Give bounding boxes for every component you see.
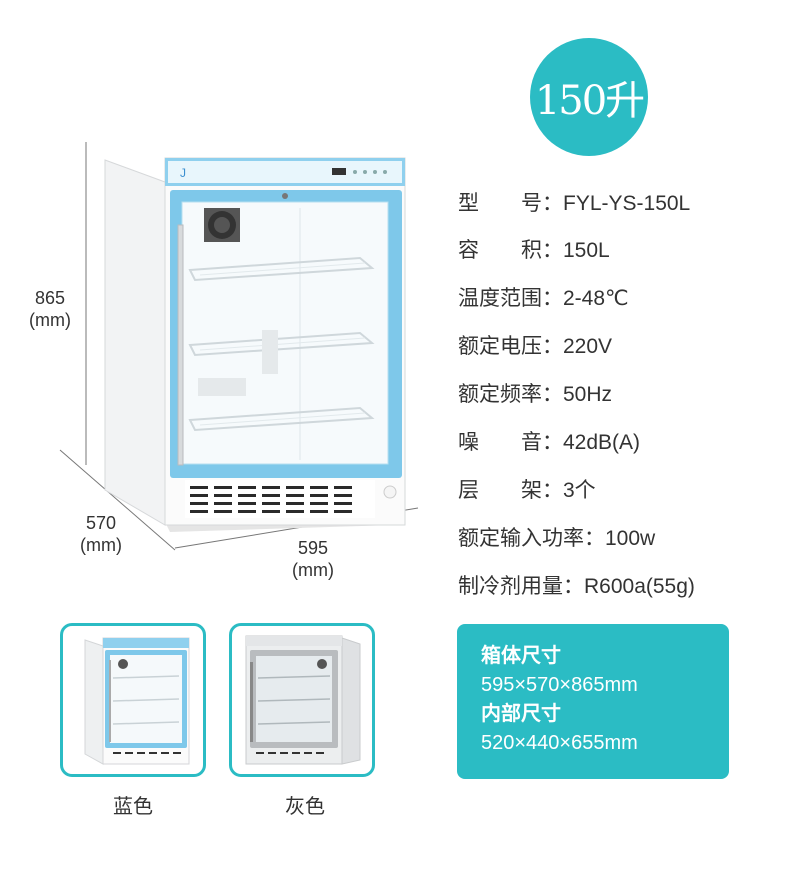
depth-dimension: 570 (mm) (70, 512, 132, 556)
variant-blue-label: 蓝色 (113, 796, 153, 818)
capacity-badge-text: 150升 (534, 78, 645, 124)
size-info-box: 箱体尺寸 595×570×865mm 内部尺寸 520×440×655mm (457, 624, 729, 779)
spec-model: 型 号：FYL-YS-150L (458, 187, 690, 217)
cabinet-size-title: 箱体尺寸 (481, 645, 561, 667)
spec-voltage: 额定电压：220V (458, 330, 612, 360)
spec-value: 150L (563, 239, 610, 262)
spec-label: 温度范围： (458, 287, 563, 310)
capacity-badge: 150升 (530, 38, 648, 156)
spec-value: 2-48℃ (563, 287, 629, 310)
spec-power: 额定输入功率：100w (458, 522, 655, 552)
inner-size-value: 520×440×655mm (481, 732, 638, 754)
spec-shelves: 层 架：3个 (458, 474, 596, 504)
spec-value: FYL-YS-150L (563, 192, 691, 215)
width-value: 595 (297, 538, 329, 558)
width-unit: (mm) (292, 560, 334, 580)
spec-frequency: 额定频率：50Hz (458, 378, 612, 408)
fridge-illustration: J (59, 142, 419, 551)
spec-label: 额定频率： (458, 383, 563, 406)
height-unit: (mm) (29, 310, 71, 330)
depth-unit: (mm) (80, 535, 122, 555)
width-dimension: 595 (mm) (282, 537, 344, 581)
spec-value: 50Hz (563, 383, 613, 406)
spec-value: 42dB(A) (563, 431, 641, 454)
spec-volume: 容 积：150L (458, 234, 610, 264)
inner-size-title: 内部尺寸 (481, 703, 561, 725)
svg-text:J: J (180, 166, 186, 180)
blue-fridge-image (84, 637, 190, 765)
variant-gray-thumbnail[interactable] (229, 623, 375, 777)
spec-label: 型 号： (458, 192, 563, 215)
spec-noise: 噪 音：42dB(A) (458, 426, 640, 456)
spec-temperature: 温度范围：2-48℃ (458, 282, 629, 312)
height-dimension: 865 (mm) (20, 287, 80, 331)
cabinet-size-value: 595×570×865mm (481, 674, 638, 696)
spec-label: 层 架： (458, 479, 563, 502)
spec-value: 100w (605, 527, 656, 550)
spec-label: 额定电压： (458, 335, 563, 358)
spec-value: 220V (563, 335, 613, 358)
spec-label: 额定输入功率： (458, 527, 605, 550)
spec-label: 容 积： (458, 239, 563, 262)
spec-label: 噪 音： (458, 431, 563, 454)
gray-fridge-image (245, 635, 361, 765)
spec-value: 3个 (563, 479, 596, 502)
variant-blue-thumbnail[interactable] (60, 623, 206, 777)
variant-gray-label: 灰色 (285, 796, 325, 818)
spec-value: R600a(55g) (584, 575, 695, 598)
depth-value: 570 (85, 513, 117, 533)
height-value: 865 (34, 288, 66, 308)
spec-label: 制冷剂用量： (458, 575, 584, 598)
spec-refrigerant: 制冷剂用量：R600a(55g) (458, 570, 695, 600)
